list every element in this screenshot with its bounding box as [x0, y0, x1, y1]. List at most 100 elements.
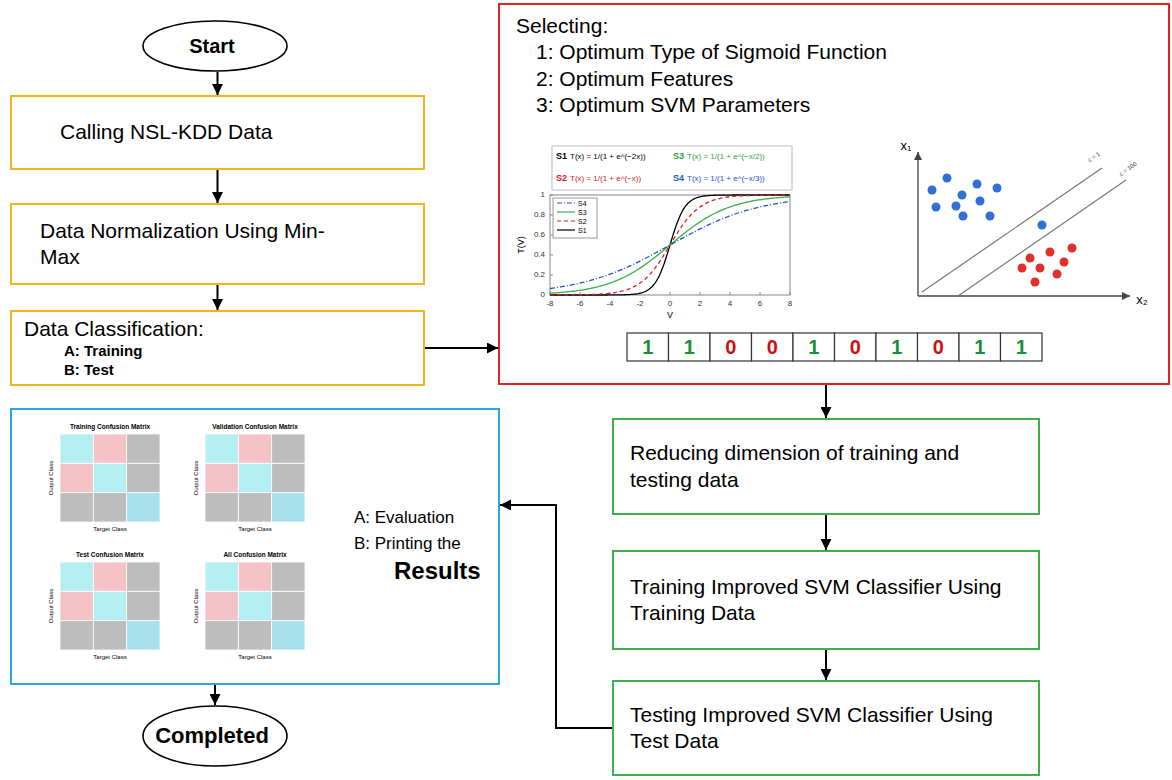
node-text: Selecting: [516, 13, 608, 39]
flow-arrow [825, 385, 827, 418]
axis-tick: 0.4 [534, 251, 545, 259]
process-box: Data Normalization Using Min-Max [10, 203, 425, 285]
matrix-cell [272, 434, 305, 463]
axis-tick: -4 [606, 300, 613, 308]
tick-mark [760, 292, 761, 295]
bit-cell [752, 333, 794, 361]
sigmoid-curve [550, 195, 790, 295]
matrix-cell [60, 434, 93, 463]
flow-arrow [500, 505, 612, 728]
legend-text: S3 [578, 209, 587, 216]
axis-tick: 8 [788, 300, 792, 308]
formula: T(x) = 1/(1 + e^(−x/3)) [687, 175, 765, 183]
process-box: Reducing dimension of training and testi… [612, 418, 1040, 515]
process-box: Calling NSL-KDD Data [10, 95, 425, 170]
bit-value: 1 [808, 337, 819, 358]
bit-cell [710, 333, 752, 361]
matrix-cell [93, 463, 126, 492]
axis-tick: 0.2 [534, 271, 545, 279]
node-text: Calling NSL-KDD Data [60, 119, 272, 145]
bit-value: 0 [767, 337, 778, 358]
matrix-cell [205, 621, 238, 650]
bit-value: 1 [642, 337, 653, 358]
bit-cell [627, 333, 669, 361]
matrix-cell [93, 493, 126, 522]
axis-title: Output Class [193, 461, 199, 496]
matrix-cell [127, 434, 160, 463]
matrix-cell [238, 434, 271, 463]
series-name: S4 [673, 174, 684, 183]
flow-arrow [217, 285, 219, 310]
matrix-title: Test Confusion Matrix [76, 552, 144, 559]
matrix-cell [127, 463, 160, 492]
axis-tick: 6 [758, 300, 762, 308]
separating-line [958, 180, 1126, 296]
matrix-cell [238, 621, 271, 650]
matrix-cell [60, 591, 93, 620]
bit-cell [918, 333, 960, 361]
node-text: Testing Improved SVM Classifier Using Te… [630, 702, 1010, 755]
axis-line [917, 152, 918, 296]
matrix-cell [127, 621, 160, 650]
sigmoid-curve [550, 201, 790, 288]
margin-label: c = 1 [1087, 151, 1101, 164]
bit-value: 0 [850, 337, 861, 358]
process-box: Data Classification:A: TrainingB: Test [10, 310, 425, 386]
matrix-cell [60, 493, 93, 522]
svm-plot [918, 152, 1130, 296]
axis-tick: 2 [698, 300, 702, 308]
tick-mark [670, 292, 671, 295]
legend-entry: S2 [578, 218, 587, 225]
series-name: S3 [673, 152, 684, 161]
bit-value: 0 [725, 337, 736, 358]
separating-line [922, 168, 1102, 292]
legend-entry: S1 [578, 227, 587, 234]
axis-tick: 1 [541, 191, 545, 199]
matrix-cell [127, 591, 160, 620]
matrix-cell [93, 621, 126, 650]
process-box: Testing Improved SVM Classifier Using Te… [612, 680, 1040, 776]
ellipse-shape [143, 21, 287, 71]
matrix-cell [238, 562, 271, 591]
flow-arrow [825, 650, 827, 680]
axis-tick: -2 [636, 300, 643, 308]
node-text: 1: Optimum Type of Sigmoid Function [536, 39, 887, 65]
bit-value: 1 [1016, 337, 1027, 358]
matrix-cell [127, 562, 160, 591]
matrix-cell [205, 562, 238, 591]
terminal-ellipse: Start [142, 20, 288, 72]
bit-cell [876, 333, 918, 361]
process-box: Selecting:1: Optimum Type of Sigmoid Fun… [498, 3, 1170, 385]
axis-title: Output Class [193, 589, 199, 624]
node-text: Data Normalization Using Min-Max [40, 218, 340, 271]
class-dots [928, 174, 1047, 230]
legend-text: S1 [578, 227, 587, 234]
axis-line [918, 295, 1130, 296]
axis-tick: 0.8 [534, 211, 545, 219]
formula: T(x) = 1/(1 + e^(−2x)) [570, 153, 646, 161]
node-text: A: Training [64, 342, 142, 361]
tick-mark [700, 292, 701, 295]
series-name: S2 [556, 174, 567, 183]
matrix-cell [238, 463, 271, 492]
node-text: Results [394, 556, 481, 586]
bit-cell [959, 333, 1001, 361]
bit-cell [669, 333, 711, 361]
ellipse-shape [143, 706, 287, 766]
matrix-title: Training Confusion Matrix [70, 424, 150, 431]
axis-tick: 0 [668, 300, 672, 308]
matrix-title: All Confusion Matrix [223, 552, 286, 559]
flow-arrow [214, 685, 216, 705]
sigmoid-curve [550, 195, 790, 295]
node-text: B: Test [64, 361, 114, 380]
matrix-title: Validation Confusion Matrix [212, 424, 298, 431]
bit-cell [835, 333, 877, 361]
node-text: 2: Optimum Features [536, 66, 733, 92]
legend-text: S2 [578, 218, 587, 225]
tick-mark [730, 292, 731, 295]
legend-sample [557, 202, 575, 203]
axis-title: V [667, 311, 673, 320]
plot-frame [550, 195, 790, 295]
